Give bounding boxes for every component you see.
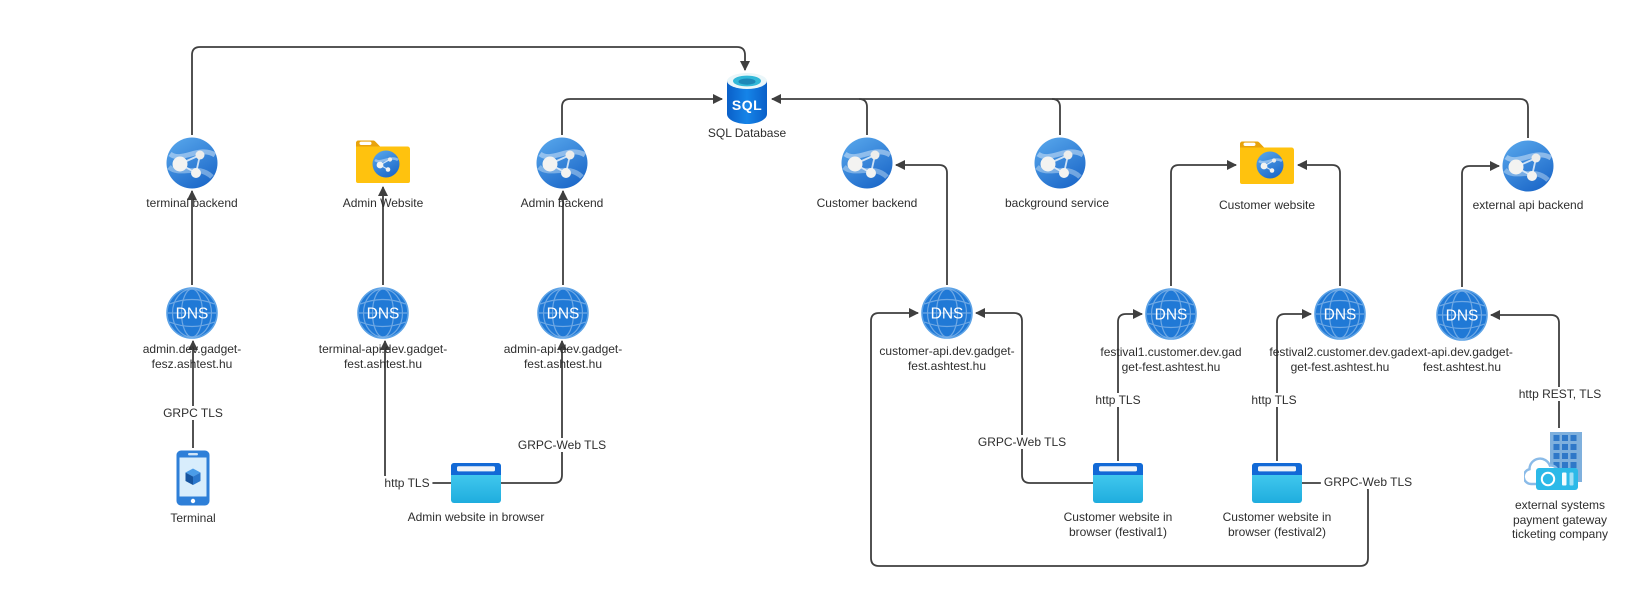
edge-admin-backend-to-sql	[561, 94, 723, 135]
edge-dns-ext-api-to-external-api-backend	[1461, 161, 1500, 287]
edge-terminal-backend-to-sql	[191, 46, 750, 135]
dns-festival1-label: festival1.customer.dev.gad get-fest.asht…	[1100, 345, 1241, 374]
edge-label-grpc-web-tls-festival1: GRPC-Web TLS	[974, 435, 1070, 449]
dns-icon-text: DNS	[1155, 307, 1188, 324]
sql-database-label: SQL Database	[707, 126, 787, 140]
edge-browser1-to-dns-festival1	[1117, 309, 1143, 461]
dns-icon-text: DNS	[176, 306, 209, 323]
edge-label-grpc-tls: GRPC TLS	[160, 406, 226, 420]
edge-label-grpc-web-tls-admin: GRPC-Web TLS	[514, 438, 610, 452]
label-line: fest.ashtest.hu	[343, 356, 423, 371]
dns-admin-api-label: admin-api.dev.gadget- fest.ashtest.hu	[504, 342, 623, 371]
customer-browser-festival1-icon[interactable]	[1093, 463, 1143, 503]
label-line: fest.ashtest.hu	[907, 358, 987, 373]
dns-customer-api-label: customer-api.dev.gadget- fest.ashtest.hu	[879, 344, 1014, 373]
label-line: payment gateway	[1512, 512, 1608, 527]
external-api-backend-label: external api backend	[1472, 198, 1584, 212]
edge-label-http-tls-festival2: http TLS	[1248, 393, 1300, 407]
dns-admin-icon[interactable]: DNS	[166, 287, 218, 339]
customer-website-label: Customer website	[1218, 198, 1316, 212]
admin-website-label: Admin Website	[342, 196, 424, 210]
label-line: customer-api.dev.gadget-	[879, 344, 1015, 358]
label-line: festival2.customer.dev.gad	[1269, 345, 1411, 359]
label-line: fest.ashtest.hu	[1422, 359, 1502, 374]
label-line: fest.ashtest.hu	[523, 356, 603, 371]
label-line: festival1.customer.dev.gad	[1100, 345, 1242, 359]
dns-icon-text: DNS	[1324, 307, 1357, 324]
label-line: terminal-api.dev.gadget-	[318, 342, 448, 356]
label-line: Customer website in	[1222, 510, 1332, 524]
customer-website-folder-icon[interactable]	[1239, 138, 1295, 184]
external-api-backend-globe-icon[interactable]	[1502, 140, 1554, 192]
dns-admin-label: admin.dev.gadget- fesz.ashtest.hu	[143, 342, 242, 371]
dns-admin-api-icon[interactable]: DNS	[537, 287, 589, 339]
background-service-label: background service	[1004, 196, 1110, 210]
terminal-label: Terminal	[170, 511, 216, 525]
edge-label-grpc-web-tls-festival2: GRPC-Web TLS	[1320, 475, 1416, 489]
external-systems-icon[interactable]	[1524, 430, 1590, 494]
label-line: ext-api.dev.gadget-	[1411, 345, 1513, 359]
customer-backend-globe-icon[interactable]	[841, 137, 893, 189]
dns-festival1-icon[interactable]: DNS	[1145, 288, 1197, 340]
dns-festival2-label: festival2.customer.dev.gad get-fest.asht…	[1269, 345, 1410, 374]
dns-icon-text: DNS	[367, 306, 400, 323]
label-line: admin-api.dev.gadget-	[503, 342, 623, 356]
terminal-backend-label: terminal backend	[146, 196, 238, 210]
dns-icon-text: DNS	[931, 306, 964, 323]
label-line: get-fest.ashtest.hu	[1121, 359, 1221, 374]
admin-browser-label: Admin website in browser	[407, 510, 545, 524]
sql-icon-text: SQL	[732, 97, 762, 113]
label-line: browser (festival2)	[1227, 524, 1327, 539]
dns-icon-text: DNS	[547, 306, 580, 323]
edge-dns-festival1-to-customer-website	[1170, 160, 1237, 286]
edge-background-service-to-sql	[1051, 98, 1061, 135]
external-systems-label: external systems payment gateway ticketi…	[1512, 498, 1608, 542]
edge-external-api-backend-to-sql	[771, 94, 1529, 138]
customer-backend-label: Customer backend	[816, 196, 918, 210]
label-line: ticketing company	[1511, 527, 1609, 541]
admin-backend-globe-icon[interactable]	[536, 137, 588, 189]
edge-browser1-to-dns-customer-api	[975, 308, 1093, 484]
label-line: fesz.ashtest.hu	[151, 356, 233, 371]
dns-ext-api-label: ext-api.dev.gadget- fest.ashtest.hu	[1411, 345, 1513, 374]
edge-dns-customer-api-to-customer-backend	[895, 160, 948, 285]
edge-browser2-to-dns-festival2	[1276, 309, 1312, 461]
dns-festival2-icon[interactable]: DNS	[1314, 288, 1366, 340]
dns-terminal-api-label: terminal-api.dev.gadget- fest.ashtest.hu	[319, 342, 448, 371]
dns-terminal-api-icon[interactable]: DNS	[357, 287, 409, 339]
admin-browser-icon[interactable]	[451, 463, 501, 503]
background-service-globe-icon[interactable]	[1034, 137, 1086, 189]
customer-browser-festival2-icon[interactable]	[1252, 463, 1302, 503]
dns-ext-api-icon[interactable]: DNS	[1436, 289, 1488, 341]
dns-icon-text: DNS	[1446, 308, 1479, 325]
edge-label-http-rest-tls: http REST, TLS	[1515, 387, 1605, 401]
edge-label-http-tls-festival1: http TLS	[1092, 393, 1144, 407]
dns-customer-api-icon[interactable]: DNS	[921, 287, 973, 339]
terminal-phone-icon[interactable]	[176, 450, 210, 506]
label-line: admin.dev.gadget-	[142, 342, 242, 356]
edge-customer-backend-to-sql	[858, 98, 868, 135]
edge-label-http-tls-admin: http TLS	[381, 476, 433, 490]
label-line: Customer website in	[1063, 510, 1173, 524]
label-line: get-fest.ashtest.hu	[1290, 359, 1390, 374]
sql-database-icon[interactable]: SQL	[725, 72, 769, 124]
admin-website-folder-icon[interactable]	[355, 137, 411, 183]
customer-browser-festival1-label: Customer website in browser (festival1)	[1064, 510, 1173, 539]
customer-browser-festival2-label: Customer website in browser (festival2)	[1223, 510, 1332, 539]
label-line: browser (festival1)	[1068, 524, 1168, 539]
terminal-backend-globe-icon[interactable]	[166, 137, 218, 189]
admin-backend-label: Admin backend	[520, 196, 604, 210]
edge-dns-festival2-to-customer-website	[1297, 160, 1341, 286]
label-line: external systems	[1514, 498, 1606, 512]
